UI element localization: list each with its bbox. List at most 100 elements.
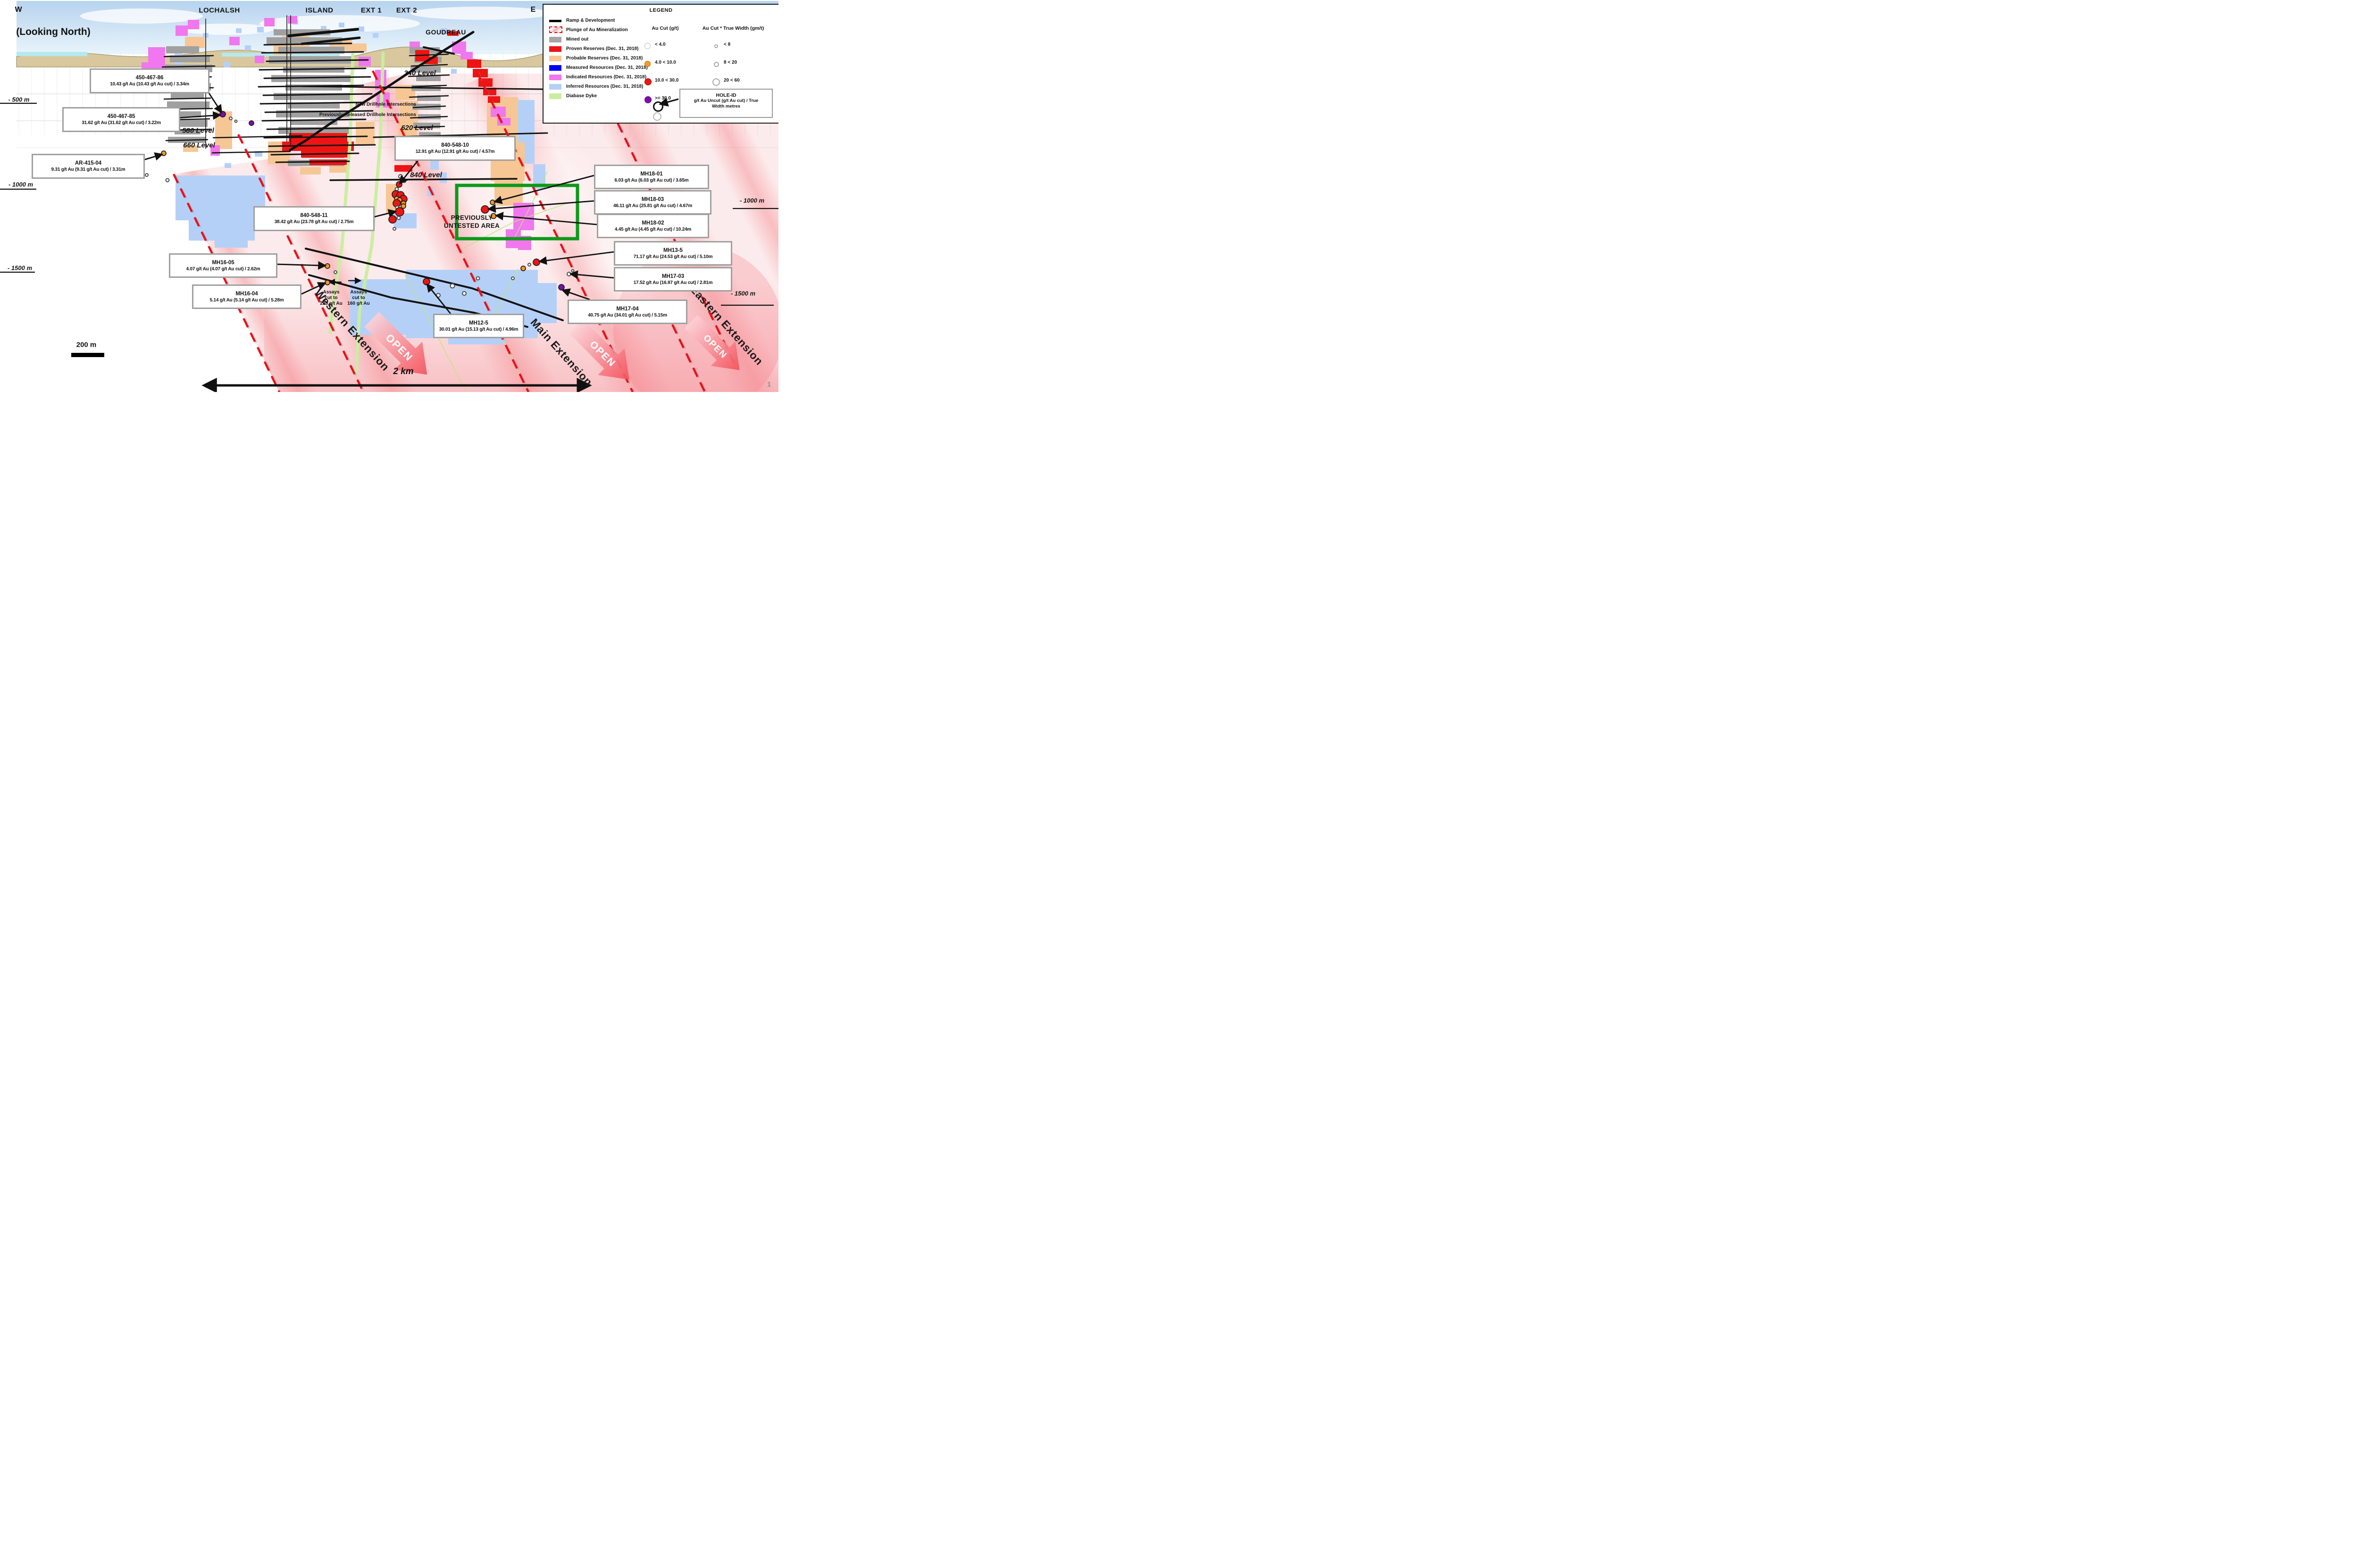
legend-ring-prev	[653, 112, 661, 121]
callout-hole-id: MH18-01	[640, 171, 663, 177]
drillhole-open-ring	[511, 276, 515, 280]
legend-item-label: Measured Resources (Dec. 31, 2018)	[566, 65, 648, 70]
legend-swatch-probable	[549, 56, 561, 61]
drillhole-open-ring	[398, 174, 403, 179]
callout-grade: 5.14 g/t Au (5.14 g/t Au cut) / 5.28m	[209, 297, 284, 303]
callout-hole-id: MH16-04	[235, 291, 258, 297]
page-number: 1	[767, 380, 771, 389]
drillhole-intersection-dot	[401, 203, 406, 209]
legend-swatch-indicated	[549, 75, 561, 80]
legend-width-ring	[713, 61, 719, 67]
drillhole-intersection-dot	[520, 266, 526, 271]
legend-aucut-row: 10.0 < 30.0	[644, 78, 678, 85]
drillhole-open-ring	[165, 178, 170, 183]
drillhole-intersection-dot	[219, 111, 226, 117]
label-lochalsh: LOCHALSH	[199, 6, 240, 15]
legend-item-label: Indicated Resources (Dec. 31, 2018)	[566, 75, 647, 80]
label-depth-1500-right: - 1500 m	[730, 290, 756, 297]
callout-grade: 4.45 g/t Au (4.45 g/t Au cut) / 10.24m	[614, 226, 692, 232]
label-level-340: 340 Level	[404, 69, 436, 77]
legend-item-label: Probable Reserves (Dec. 31, 2018)	[566, 56, 643, 61]
drillhole-open-ring	[396, 216, 401, 220]
legend-item-label: Inferred Resources (Dec. 31, 2018)	[566, 84, 644, 89]
legend-ring-new	[653, 101, 663, 112]
callout-grade: 10.43 g/t Au (10.43 g/t Au cut) / 3.34m	[110, 82, 189, 87]
legend-swatch-measured	[549, 65, 561, 71]
drillhole-intersection-dot	[395, 207, 404, 217]
hole-id-line1: HOLE-ID	[716, 92, 736, 98]
legend-item-label: Previously Released Drillhole Intersecti…	[319, 112, 416, 117]
label-goudreau: GOUDREAU	[426, 28, 466, 36]
hole-id-line2: g/t Au Uncut (g/t Au cut) / True	[694, 98, 759, 103]
drillhole-open-ring	[476, 276, 480, 281]
drillhole-intersection-dot	[481, 205, 489, 214]
label-level-580: 580 Level	[182, 126, 214, 135]
legend-width-row: 20 < 60	[712, 78, 740, 86]
label-assays-225: Assays cut to 225 g/t Au	[320, 290, 343, 306]
label-island: ISLAND	[305, 6, 334, 15]
legend-aucut-dot	[644, 60, 651, 67]
legend-item-label: Plunge of Au Mineralization	[566, 27, 628, 33]
drillhole-intersection-dot	[423, 278, 430, 285]
legend-item-label: New Drillhole Intersections	[355, 102, 416, 107]
drillhole-intersection-dot	[325, 263, 330, 269]
drillhole-intersection-dot	[249, 120, 254, 126]
legend-item-label: Proven Reserves (Dec. 31, 2018)	[566, 46, 639, 51]
drillhole-intersection-dot	[490, 200, 495, 205]
label-depth-1000-left: - 1000 m	[8, 181, 33, 188]
legend-swatch-proven	[549, 46, 561, 52]
legend-width-header: Au Cut * True Width (gm/t)	[702, 25, 764, 31]
legend-width-label: 8 < 20	[724, 60, 737, 65]
label-200m: 200 m	[76, 341, 97, 349]
callout-grade: 17.52 g/t Au (16.97 g/t Au cut) / 2.81m	[633, 280, 713, 285]
callout-hole-id: MH16-05	[212, 259, 234, 266]
legend-aucut-dot	[644, 42, 651, 49]
legend-aucut-row: 4.0 < 10.0	[644, 60, 676, 67]
legend-aucut-row: >= 30.0	[644, 96, 671, 103]
legend-swatch-plunge	[549, 26, 562, 33]
label-level-660: 660 Level	[183, 141, 215, 150]
legend-aucut-label: 4.0 < 10.0	[655, 60, 676, 65]
drillhole-open-ring	[145, 173, 149, 177]
drillhole-open-ring	[402, 179, 406, 183]
callout-hole-id: MH12-5	[469, 320, 488, 326]
legend-item-label: Mined out	[566, 37, 589, 42]
legend-aucut-label: >= 30.0	[655, 96, 671, 101]
legend-aucut-dot	[644, 78, 652, 85]
callout-grade: 9.31 g/t Au (9.31 g/t Au cut) / 3.31m	[51, 167, 125, 172]
looking-north-label: (Looking North)	[16, 26, 91, 37]
drillhole-open-ring	[450, 283, 455, 289]
legend-swatch-ramp	[549, 20, 561, 22]
drillhole-open-ring	[527, 263, 531, 267]
callout-hole-id: AR-415-04	[75, 160, 102, 166]
callout-grade: 4.07 g/t Au (4.07 g/t Au cut) / 2.62m	[186, 266, 260, 272]
label-depth-1500-left: - 1500 m	[7, 264, 33, 272]
label-untested-area: PREVIOUSLY UNTESTED AREA	[443, 214, 500, 229]
drillhole-intersection-dot	[558, 284, 565, 291]
callout-grade: 40.75 g/t Au (34.01 g/t Au cut) / 5.15m	[588, 312, 667, 318]
callout-hole-id: MH18-02	[642, 220, 664, 226]
compass-west-label: W	[15, 6, 22, 14]
drillhole-intersection-dot	[325, 280, 330, 285]
callout-grade: 6.03 g/t Au (6.03 g/t Au cut) / 3.65m	[614, 177, 689, 183]
label-ext1: EXT 1	[360, 6, 382, 15]
drillhole-open-ring	[229, 117, 233, 120]
legend-width-label: < 8	[724, 42, 731, 47]
drillhole-open-ring	[462, 291, 467, 296]
drillhole-intersection-dot	[533, 259, 540, 266]
callout-hole-id: MH13-5	[663, 247, 683, 253]
